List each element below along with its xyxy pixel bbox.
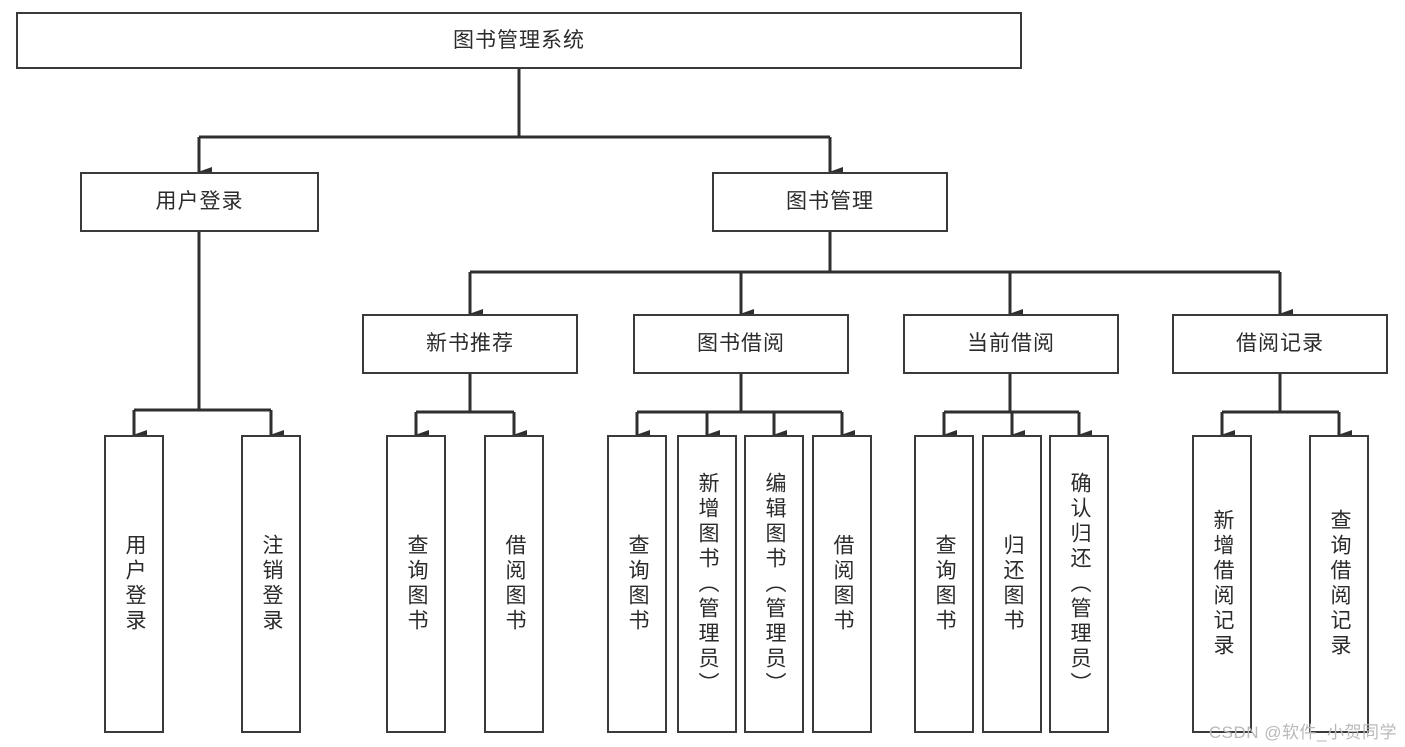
leaf-return-book-label: 归还图书 <box>1001 534 1025 634</box>
node-borrow-records-label: 借阅记录 <box>1236 332 1324 356</box>
leaf-logout-label: 注销登录 <box>260 534 284 634</box>
node-book-borrow-label: 图书借阅 <box>697 332 785 356</box>
leaf-query-borrow-record-label: 查询借阅记录 <box>1328 509 1352 659</box>
leaf-query-book-current[interactable]: 查询图书 <box>914 435 974 733</box>
leaf-add-book-admin-label: 新增图书（管理员） <box>696 471 720 697</box>
node-current-borrow-label: 当前借阅 <box>967 332 1055 356</box>
leaf-borrow-book-label: 借阅图书 <box>831 534 855 634</box>
leaf-confirm-return-admin-label: 确认归还（管理员） <box>1068 471 1092 697</box>
node-borrow-records[interactable]: 借阅记录 <box>1172 314 1388 374</box>
node-user-login-label: 用户登录 <box>155 190 244 214</box>
leaf-logout[interactable]: 注销登录 <box>241 435 301 733</box>
leaf-query-book-rec-label: 查询图书 <box>405 534 429 634</box>
node-user-login[interactable]: 用户登录 <box>80 172 319 232</box>
leaf-query-borrow-record[interactable]: 查询借阅记录 <box>1309 435 1369 733</box>
connector-lines <box>132 69 1352 440</box>
node-root-label: 图书管理系统 <box>453 28 585 52</box>
node-book-borrow[interactable]: 图书借阅 <box>633 314 849 374</box>
leaf-query-book-borrow[interactable]: 查询图书 <box>607 435 667 733</box>
leaf-return-book[interactable]: 归还图书 <box>982 435 1042 733</box>
leaf-add-borrow-record[interactable]: 新增借阅记录 <box>1192 435 1252 733</box>
leaf-borrow-book-rec-label: 借阅图书 <box>503 534 527 634</box>
leaf-borrow-book[interactable]: 借阅图书 <box>812 435 872 733</box>
leaf-user-login[interactable]: 用户登录 <box>104 435 164 733</box>
node-new-book-recommend-label: 新书推荐 <box>426 332 514 356</box>
node-book-management-label: 图书管理 <box>786 190 874 214</box>
leaf-user-login-label: 用户登录 <box>123 534 147 634</box>
leaf-add-book-admin[interactable]: 新增图书（管理员） <box>677 435 737 733</box>
leaf-query-book-borrow-label: 查询图书 <box>626 534 650 634</box>
node-new-book-recommend[interactable]: 新书推荐 <box>362 314 578 374</box>
leaf-query-book-current-label: 查询图书 <box>933 534 957 634</box>
leaf-edit-book-admin[interactable]: 编辑图书（管理员） <box>744 435 804 733</box>
leaf-confirm-return-admin[interactable]: 确认归还（管理员） <box>1049 435 1109 733</box>
leaf-edit-book-admin-label: 编辑图书（管理员） <box>763 471 787 697</box>
leaf-borrow-book-rec[interactable]: 借阅图书 <box>484 435 544 733</box>
node-current-borrow[interactable]: 当前借阅 <box>903 314 1119 374</box>
leaf-query-book-rec[interactable]: 查询图书 <box>386 435 446 733</box>
node-book-management[interactable]: 图书管理 <box>712 172 948 232</box>
node-root[interactable]: 图书管理系统 <box>16 12 1022 69</box>
leaf-add-borrow-record-label: 新增借阅记录 <box>1211 509 1235 659</box>
